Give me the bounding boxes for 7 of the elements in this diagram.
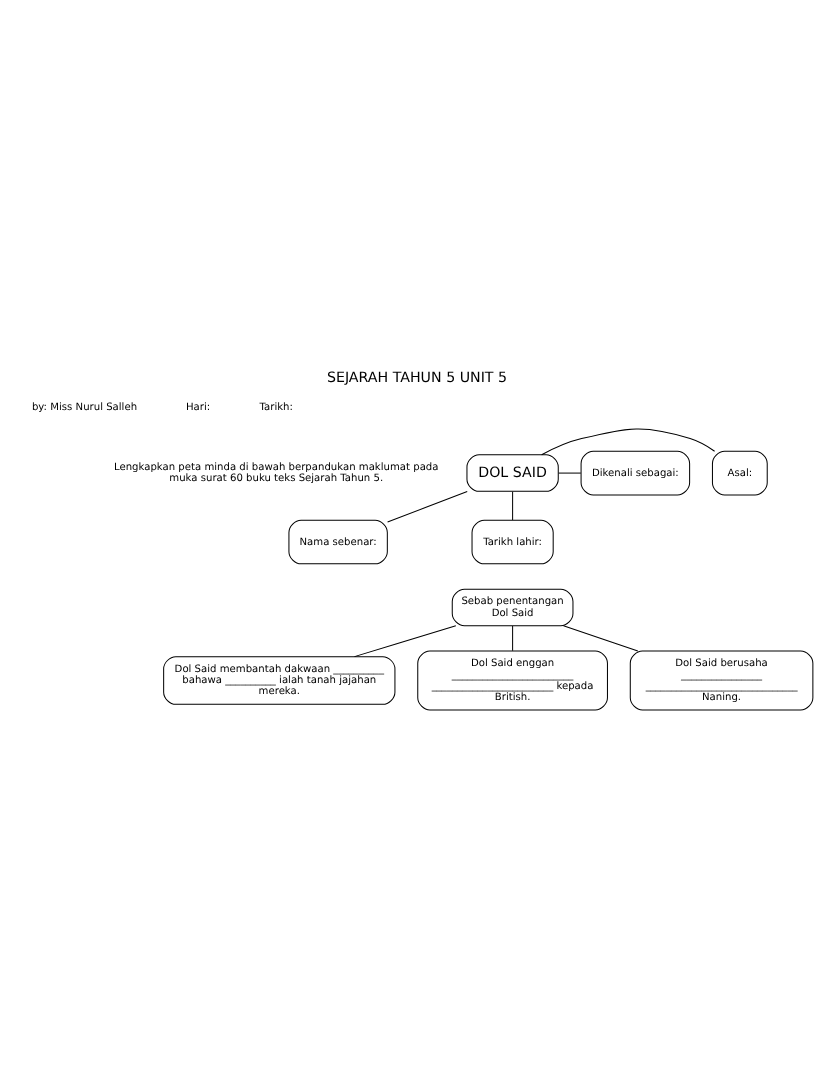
connector (387, 491, 468, 523)
connector (512, 625, 514, 652)
connector (541, 428, 716, 456)
connector (353, 625, 457, 658)
connector (558, 472, 582, 474)
connector (562, 625, 639, 652)
connector (512, 491, 514, 521)
